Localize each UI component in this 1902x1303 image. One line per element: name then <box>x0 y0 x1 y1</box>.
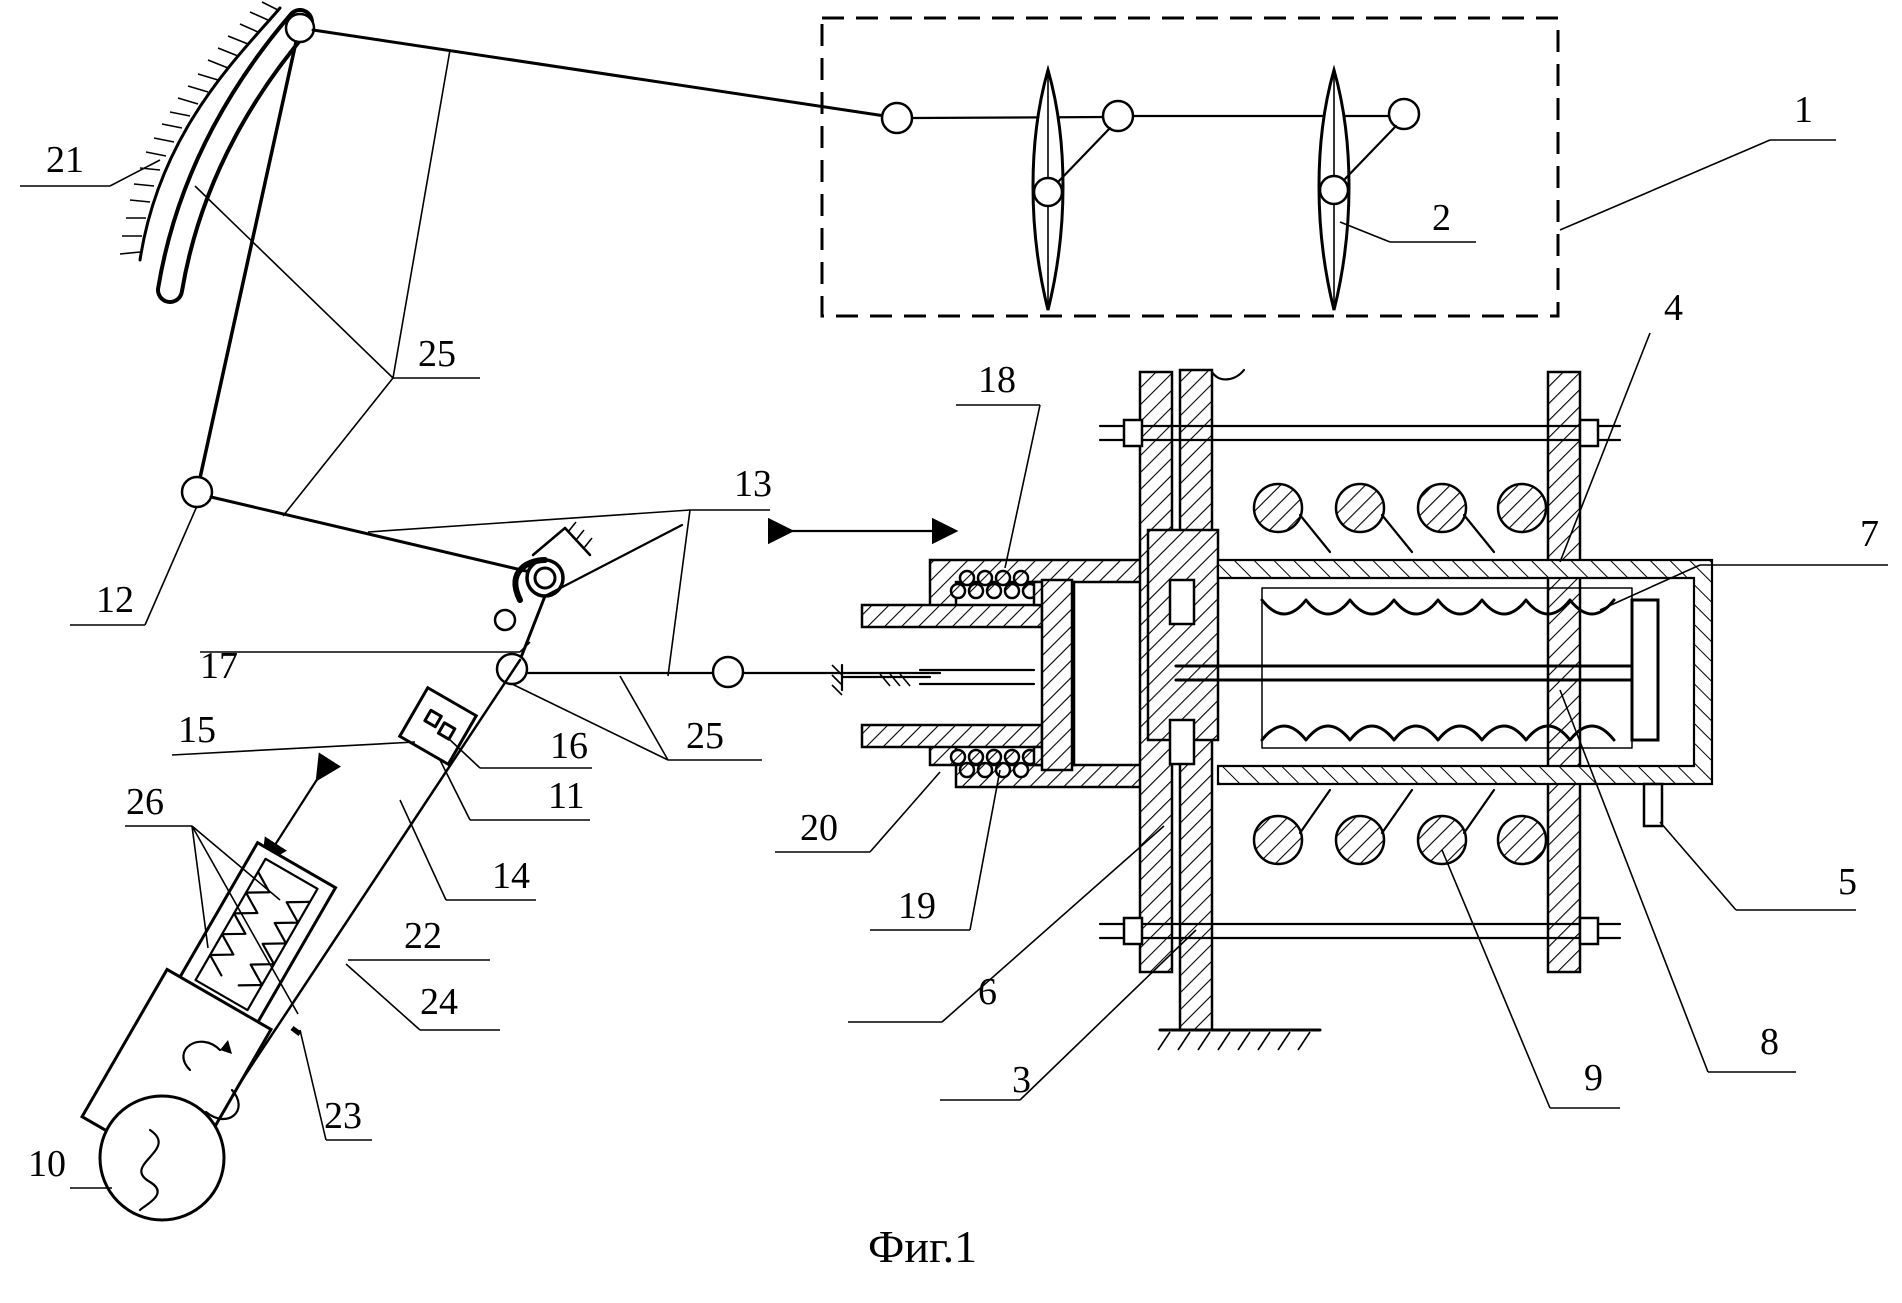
diagonal-shaft-14 <box>228 658 522 1100</box>
rotation-arrow <box>182 1040 240 1122</box>
curved-guide-21 <box>119 1 314 304</box>
label-20: 20 <box>800 807 838 849</box>
pivot-top <box>284 12 316 44</box>
label-6: 6 <box>978 971 997 1013</box>
seal-bottom <box>949 748 1039 779</box>
seal-housing <box>831 558 1152 789</box>
leader-15 <box>171 741 416 756</box>
label-23: 23 <box>324 1095 362 1137</box>
label-13: 13 <box>734 463 772 505</box>
leader-1 <box>1559 139 1836 231</box>
label-2: 2 <box>1432 197 1451 239</box>
label-25-bottom: 25 <box>686 715 724 757</box>
label-group: 1 2 3 4 5 6 7 8 9 10 11 12 13 14 15 16 1… <box>28 89 1879 1272</box>
spring-coils-9 <box>1252 482 1548 866</box>
leader-16 <box>447 737 592 769</box>
double-arrow-shaft <box>261 752 342 866</box>
leader-24 <box>345 963 500 1031</box>
label-8: 8 <box>1760 1021 1779 1063</box>
leader-25-top <box>194 49 480 517</box>
leader-12 <box>70 505 198 626</box>
label-22: 22 <box>404 915 442 957</box>
leader-3 <box>940 929 1197 1101</box>
leader-5 <box>1659 821 1856 911</box>
label-14: 14 <box>492 855 530 897</box>
leader-7 <box>1599 564 1888 611</box>
leader-18 <box>956 404 1041 569</box>
label-11: 11 <box>548 775 585 817</box>
label-26: 26 <box>126 781 164 823</box>
frame-plates <box>1098 368 1622 1051</box>
source-10 <box>70 1094 226 1222</box>
label-9: 9 <box>1584 1057 1603 1099</box>
label-4: 4 <box>1664 287 1683 329</box>
label-3: 3 <box>1012 1059 1031 1101</box>
leader-11 <box>439 759 590 821</box>
label-25-top: 25 <box>418 333 456 375</box>
leader-26 <box>125 825 299 1015</box>
leader-6 <box>848 825 1165 1023</box>
label-19: 19 <box>898 885 936 927</box>
blade-box-1 <box>820 16 1560 318</box>
label-15: 15 <box>178 709 216 751</box>
cylinder-4 <box>1174 558 1714 828</box>
label-18: 18 <box>978 359 1016 401</box>
label-7: 7 <box>1860 513 1879 555</box>
leader-14 <box>399 799 536 901</box>
label-24: 24 <box>420 981 458 1023</box>
leader-19 <box>870 769 1001 931</box>
leader-13 <box>367 509 770 677</box>
pivot-12 <box>180 475 214 509</box>
leader-2 <box>1339 221 1476 243</box>
lower-rod <box>495 652 942 689</box>
label-5: 5 <box>1838 861 1857 903</box>
ratchet-pawl-13 <box>493 521 684 662</box>
label-16: 16 <box>550 725 588 767</box>
leader-8 <box>1559 689 1796 1073</box>
leader-23 <box>290 1026 372 1141</box>
leader-9 <box>1441 849 1620 1109</box>
leader-17 <box>200 641 531 653</box>
label-17: 17 <box>200 645 238 687</box>
linkage-rods <box>180 12 887 574</box>
label-12: 12 <box>96 579 134 621</box>
label-21: 21 <box>46 139 84 181</box>
figure-caption: Фиг.1 <box>868 1221 977 1272</box>
leader-4 <box>1559 332 1651 563</box>
leader-20 <box>775 771 941 853</box>
leader-25-bottom <box>511 675 762 761</box>
label-1: 1 <box>1794 89 1813 131</box>
leader-21 <box>20 159 161 187</box>
label-10: 10 <box>28 1143 66 1185</box>
